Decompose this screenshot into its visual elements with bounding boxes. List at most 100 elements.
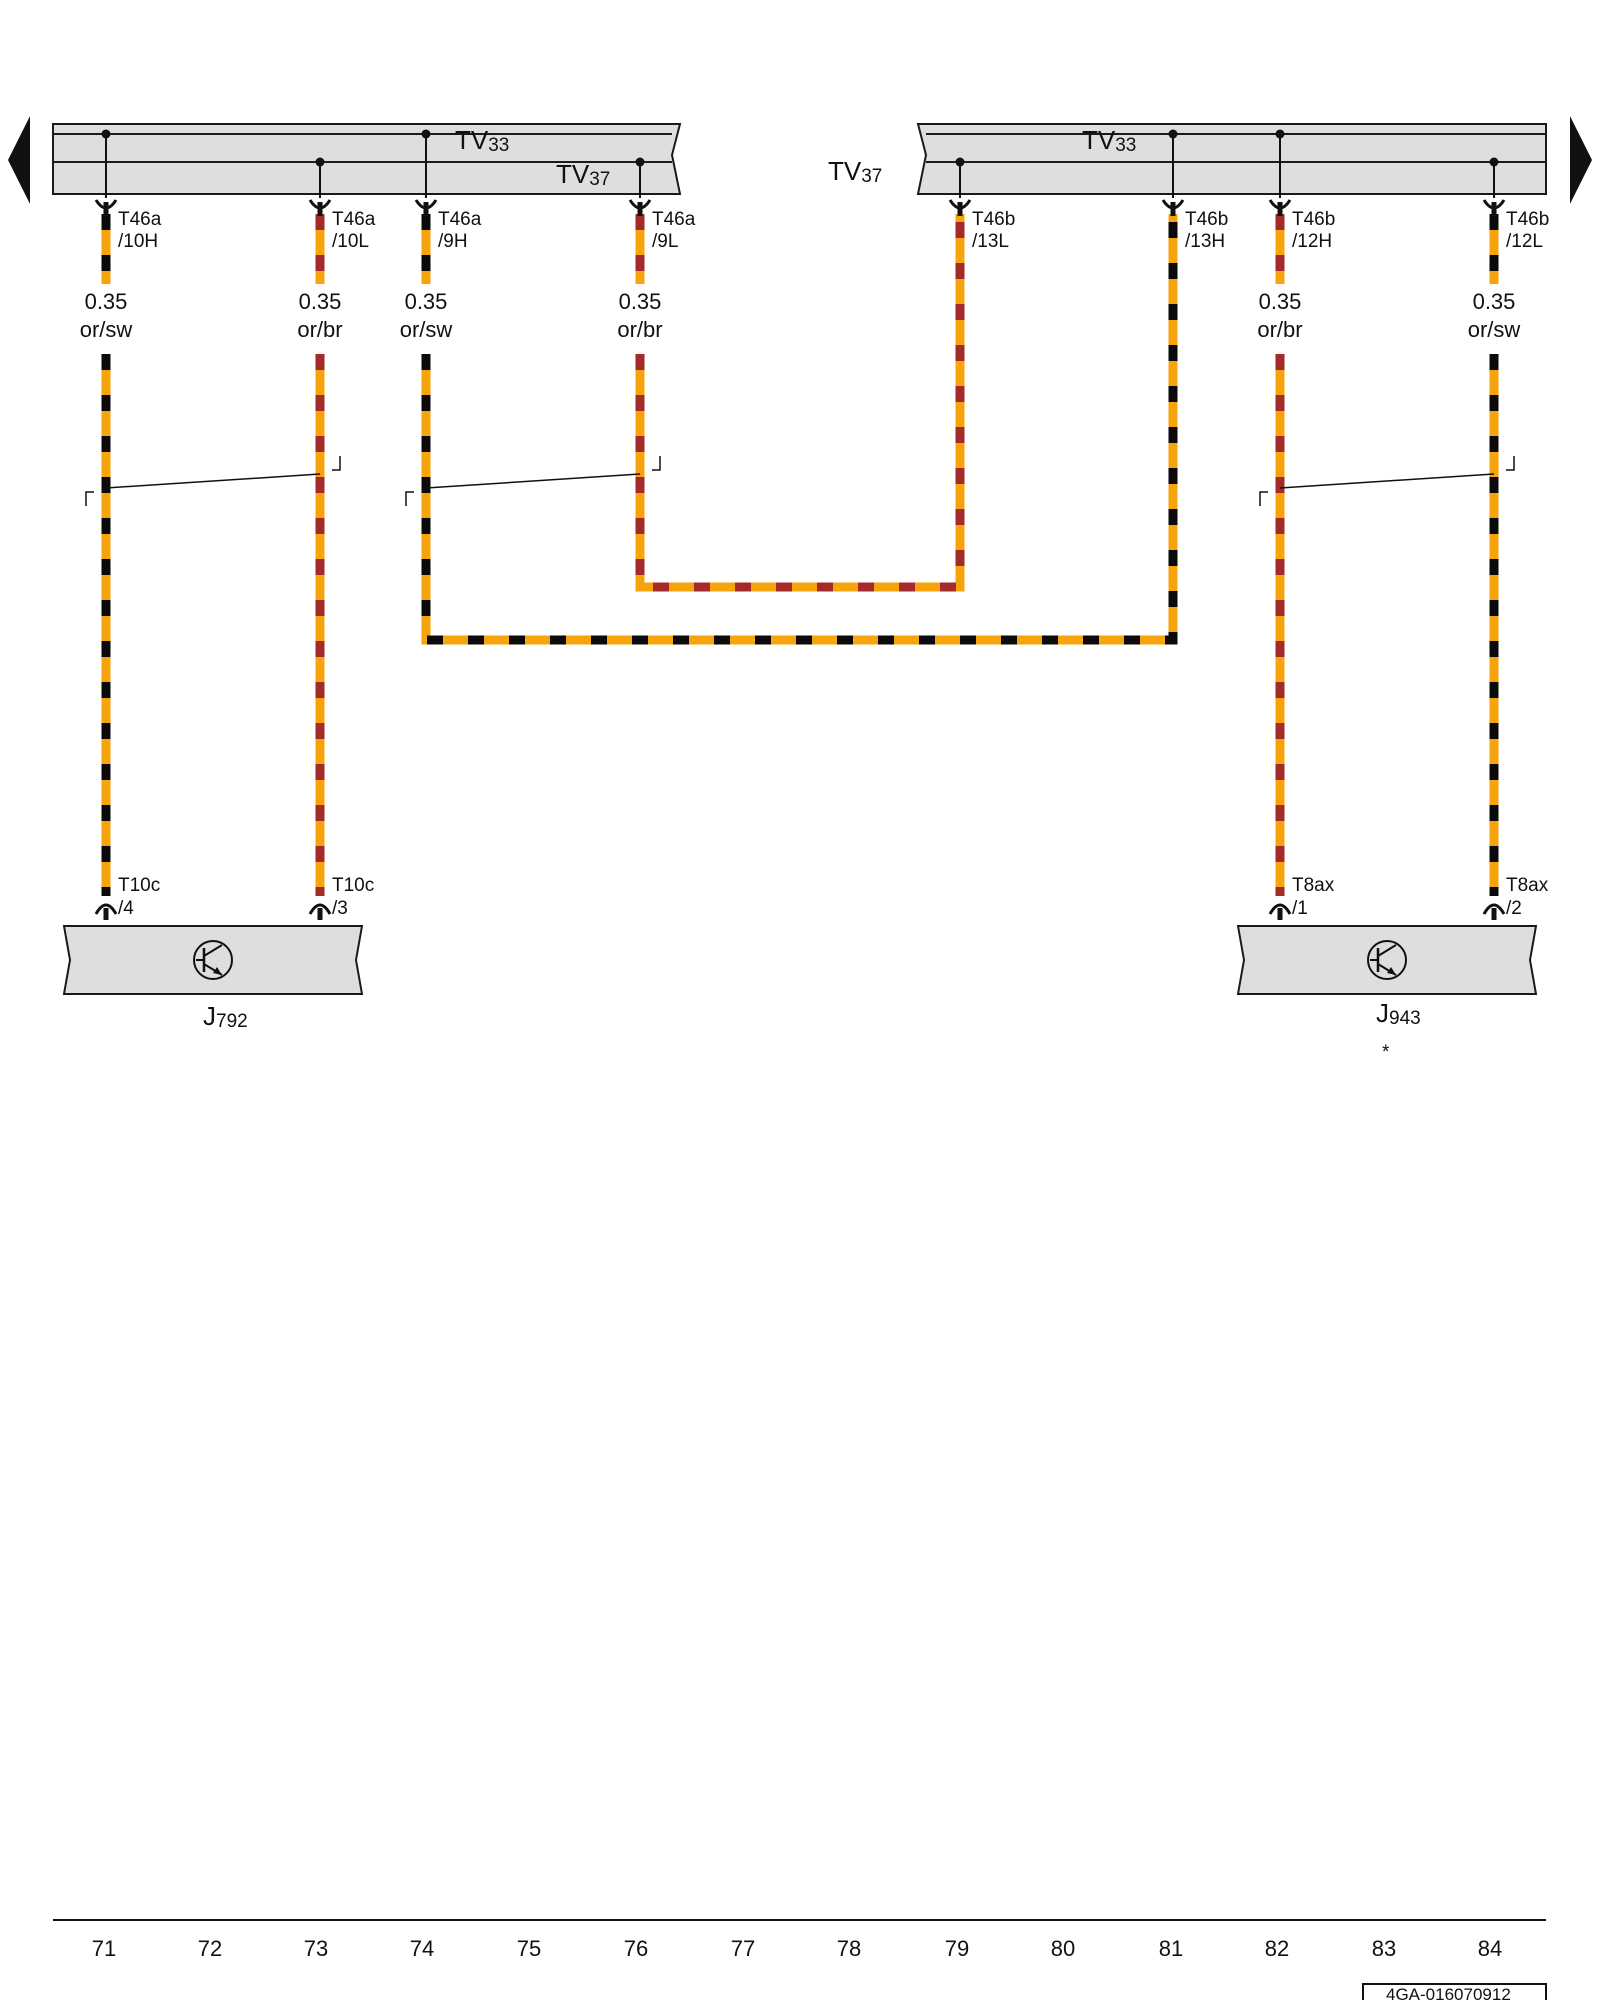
twist-bracket	[652, 456, 661, 471]
component-label-j792: J792	[203, 1001, 248, 1032]
wire-size: 0.35	[1473, 289, 1516, 314]
wire-color-code: or/br	[297, 317, 342, 342]
bus-tap-dot	[421, 129, 431, 139]
column-number: 83	[1372, 1936, 1396, 1961]
wires	[101, 214, 1499, 896]
column-number: 75	[517, 1936, 541, 1961]
component-j943[interactable]: J943 *	[1236, 925, 1538, 1063]
column-number: 81	[1159, 1936, 1183, 1961]
column-number: 74	[410, 1936, 434, 1961]
bus-tap-dot	[1275, 129, 1285, 139]
transistor-icon	[193, 940, 233, 980]
right-bus-tv33-label: TV33	[1082, 125, 1136, 156]
twist-bracket	[1506, 456, 1515, 471]
connector-symbol-icon	[94, 199, 118, 216]
connector-pin: /13L	[972, 231, 1009, 252]
right-bus-tv37-label: TV37	[828, 156, 882, 187]
column-number: 76	[624, 1936, 648, 1961]
wire-color-code: or/sw	[400, 317, 453, 342]
left-bus-tv37-label: TV37	[556, 159, 610, 190]
column-number: 78	[837, 1936, 861, 1961]
column-number: 72	[198, 1936, 222, 1961]
wire-size: 0.35	[1259, 289, 1302, 314]
connector-symbol-icon	[1482, 199, 1506, 216]
connector-symbol-icon	[94, 903, 118, 920]
wire-size: 0.35	[85, 289, 128, 314]
connector-pin: /12H	[1292, 231, 1332, 252]
column-number: 79	[945, 1936, 969, 1961]
page-prev-arrow-icon[interactable]	[8, 116, 30, 204]
twisted-pair-markers	[85, 456, 1515, 506]
pin-number: /4	[118, 898, 134, 919]
connector-label: T46b	[1185, 209, 1228, 230]
bus-tap-dot	[1168, 129, 1178, 139]
twist-line	[1279, 473, 1495, 489]
connector-symbol-icon	[308, 199, 332, 216]
document-code-box	[1362, 1983, 1547, 2000]
twist-line	[425, 473, 641, 489]
connector-pin: /10L	[332, 231, 369, 252]
transistor-icon	[1367, 940, 1407, 980]
pin-number: /2	[1506, 898, 1522, 919]
wire-size: 0.35	[299, 289, 342, 314]
column-number: 84	[1478, 1936, 1502, 1961]
component-label-j943: J943	[1376, 998, 1421, 1029]
column-number: 71	[92, 1936, 116, 1961]
connector-symbol-icon	[1268, 903, 1292, 920]
wire-color-code: or/br	[617, 317, 662, 342]
pin-label: T10c	[118, 875, 160, 896]
wire-74-81-base	[421, 214, 1178, 645]
wire-color-code: or/sw	[80, 317, 133, 342]
connector-symbol-icon	[1268, 199, 1292, 216]
connector-label: T46b	[1292, 209, 1335, 230]
connector-label: T46b	[972, 209, 1015, 230]
bus-tap-dot	[1489, 157, 1499, 167]
pin-number: /3	[332, 898, 348, 919]
wire-74-81-stripe	[421, 214, 1178, 645]
connector-symbol-icon	[628, 199, 652, 216]
page-next-arrow-icon[interactable]	[1570, 116, 1592, 204]
connector-pin: /12L	[1506, 231, 1543, 252]
column-number: 82	[1265, 1936, 1289, 1961]
connector-label: T46a	[652, 209, 696, 230]
twist-line	[105, 473, 321, 489]
twist-bracket	[1259, 491, 1268, 506]
connectors: T46a/10H 0.35 or/sw T46a/10L 0.35 or/br T46a/9…	[80, 199, 1549, 920]
connector-symbol-icon	[414, 199, 438, 216]
bus-tap-dot	[101, 129, 111, 139]
wire-size: 0.35	[405, 289, 448, 314]
twist-bracket	[85, 491, 94, 506]
column-number: 80	[1051, 1936, 1075, 1961]
connector-symbol-icon	[308, 903, 332, 920]
wire-76-79-base	[635, 214, 965, 592]
twist-bracket	[332, 456, 341, 471]
pin-label: T10c	[332, 875, 374, 896]
connector-label: T46a	[438, 209, 482, 230]
bus-tap-dot	[955, 157, 965, 167]
column-number: 73	[304, 1936, 328, 1961]
connector-pin: /9H	[438, 231, 468, 252]
twist-bracket	[405, 491, 414, 506]
wire-color-code: or/sw	[1468, 317, 1521, 342]
left-bus-box	[52, 123, 682, 195]
document-code: 4GA-016070912	[1386, 1985, 1511, 2000]
left-bus-tv33-label: TV33	[455, 125, 509, 156]
pin-label: T8ax	[1506, 875, 1549, 896]
component-note: *	[1382, 1042, 1390, 1063]
connector-symbol-icon	[1482, 903, 1506, 920]
connector-label: T46b	[1506, 209, 1549, 230]
pin-label: T8ax	[1292, 875, 1335, 896]
column-number: 77	[731, 1936, 755, 1961]
connector-pin: /13H	[1185, 231, 1225, 252]
connector-pin: /10H	[118, 231, 158, 252]
bus-tap-dot	[315, 157, 325, 167]
connector-label: T46a	[118, 209, 162, 230]
connector-symbol-icon	[948, 199, 972, 216]
wire-color-code: or/br	[1257, 317, 1302, 342]
right-bus-box	[916, 123, 1547, 195]
wire-size: 0.35	[619, 289, 662, 314]
component-j792[interactable]: J792	[62, 925, 364, 1032]
connector-symbol-icon	[1161, 199, 1185, 216]
wire-76-79-stripe	[635, 214, 965, 592]
